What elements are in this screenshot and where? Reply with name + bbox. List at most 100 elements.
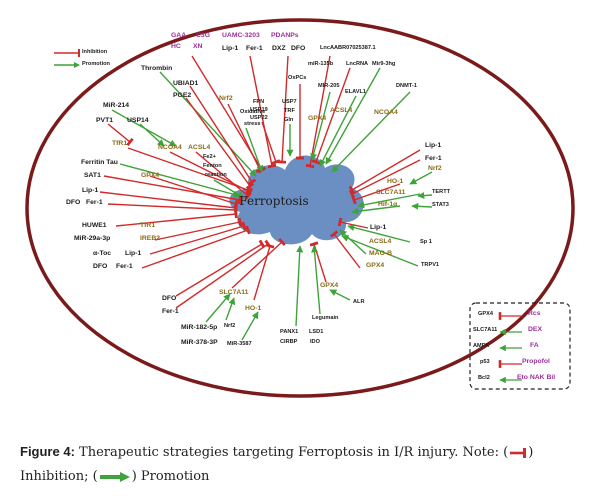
node-gln: Gln: [284, 117, 294, 123]
node-panx1: PANX1: [280, 329, 299, 335]
node-gpx4-top: GPX4: [308, 115, 327, 122]
node-mir9: Mir9-3hg: [372, 61, 396, 67]
node-ho1-bottom: HO-1: [245, 305, 262, 312]
node-usp14: USP14: [127, 117, 149, 124]
legend-box-frame: [469, 302, 571, 390]
promotion-edge-54: [241, 311, 259, 341]
node-ncoa4-right: NCOA4: [374, 109, 398, 116]
inhibition-edge-1: [249, 55, 277, 169]
inhibition-edge-20: [127, 147, 251, 195]
node-mir135b: miR-135b: [308, 61, 334, 67]
legend-box-rcs: Rcs: [528, 310, 541, 317]
node-dnmt1: DNMT-1: [396, 83, 417, 89]
node-c3g: C3G: [196, 32, 210, 39]
node-usp19: USP19: [250, 107, 268, 113]
legend-box-eto: Eto NAK Bil: [517, 374, 556, 381]
promotion-edge-37: [357, 193, 421, 209]
caption-inhibition-icon: [510, 447, 527, 458]
inhibition-edge-29: [115, 209, 238, 227]
ferroptosis-label: Ferroptosis: [239, 194, 309, 208]
promotion-edge-44: [341, 235, 419, 267]
inhibition-edge-32: [141, 225, 251, 269]
node-fer1-left2: Fer-1: [116, 263, 133, 270]
node-lip1-right2: Lip-1: [370, 224, 387, 231]
promotion-edge-47: [329, 289, 351, 301]
ferroptosis-diagram: [25, 18, 575, 398]
node-lncrna: LncRNA: [346, 61, 369, 67]
node-usp22: USP22: [250, 115, 268, 121]
node-lnc1: LncAABR07025387.1: [320, 45, 376, 51]
node-thrombin: Thrombin: [141, 65, 173, 72]
diagram-canvas: [25, 18, 575, 398]
node-alr: ALR: [353, 299, 365, 305]
inhibition-edge-18: [107, 123, 134, 147]
legend-arrow-icons: [54, 49, 80, 68]
node-fer1-bottom: Fer-1: [162, 308, 179, 315]
node-hc: HC: [171, 43, 181, 50]
legend-box-dex: DEX: [528, 326, 542, 333]
node-mir378: MiR-378-3P: [181, 339, 218, 346]
node-legumain: Legumain: [312, 315, 339, 321]
inhibition-edge-27: [99, 191, 238, 213]
inhibition-edge-4: [311, 67, 351, 165]
inhibition-edge-30: [154, 217, 243, 241]
promotion-edge-24: [119, 163, 241, 198]
inhibition-edge-22: [195, 151, 252, 201]
node-pge2: PGE2: [173, 92, 192, 99]
node-gaa: GAA: [171, 32, 187, 39]
promotion-edge-43: [339, 229, 367, 255]
node-atoc: α-Toc: [93, 250, 112, 257]
node-maob: MAO-B: [369, 250, 393, 257]
node-reaction: reaction: [205, 172, 227, 178]
node-ireb2: IREB2: [140, 235, 161, 242]
node-nrf2-top: Nrf2: [219, 95, 233, 102]
promotion-edge-39: [417, 192, 433, 200]
node-stress: stress: [244, 121, 261, 127]
inhibition-edge-33: [348, 149, 421, 195]
promotion-edge-8: [319, 95, 357, 167]
node-fer1-left: Fer-1: [86, 199, 103, 206]
inhibition-edge-36: [351, 183, 401, 205]
node-acsl4-right: ACSL4: [369, 238, 392, 245]
inhibition-edge-13: [227, 103, 265, 174]
promotion-edge-9: [331, 91, 411, 173]
promotion-edge-52: [225, 297, 236, 321]
legend-box-p53: p53: [480, 359, 490, 365]
node-gpx4-right: GPX4: [366, 262, 385, 269]
node-oxpcs: OxPCs: [288, 75, 307, 81]
node-uamc: UAMC-3203: [222, 32, 260, 39]
inhibition-edge-21: [169, 151, 254, 197]
ferroptosis-cloud: [229, 155, 364, 245]
node-ido: IDO: [310, 339, 320, 345]
node-sat1: SAT1: [84, 172, 101, 179]
node-fpn: FPN: [253, 99, 265, 105]
inhibition-edge-11: [189, 85, 257, 186]
node-mir3587: MiR-3587: [227, 341, 252, 347]
inhibition-edge-2: [277, 55, 289, 164]
node-stat3: STAT3: [432, 202, 449, 208]
inhibition-edge-12: [185, 97, 255, 190]
promotion-edge-7: [310, 91, 331, 161]
legend-top-left: Inhibition Promotion: [52, 47, 142, 77]
inhibition-edge-56: [175, 239, 272, 309]
node-fer1-right: Fer-1: [425, 155, 442, 162]
legend-box-fa: FA: [530, 342, 539, 349]
promotion-edge-48: [311, 245, 321, 315]
legend-box-ampk: AMPK: [473, 343, 490, 349]
promotion-edge-10: [159, 71, 257, 177]
legend-promotion-label: Promotion: [82, 61, 110, 67]
node-ferritin-tau: Ferritin Tau: [81, 159, 118, 166]
node-pdanps: PDANPs: [271, 32, 299, 39]
node-lip1-left: Lip-1: [82, 187, 99, 194]
node-trpv1: TRPV1: [421, 262, 440, 268]
node-lip1-left2: Lip-1: [125, 250, 142, 257]
node-tert: TERTT: [432, 189, 451, 195]
inhibition-edge-28: [107, 203, 238, 215]
node-usp7: USP7: [282, 99, 297, 105]
outer-ellipse: [25, 18, 575, 398]
inhibition-edge-55: [175, 239, 266, 297]
node-fer1-top: Fer-1: [246, 45, 263, 52]
node-mir205: MIR-205: [318, 83, 340, 89]
node-sp1: Sp 1: [420, 239, 432, 245]
node-ncoa4: NCOA4: [158, 144, 182, 151]
